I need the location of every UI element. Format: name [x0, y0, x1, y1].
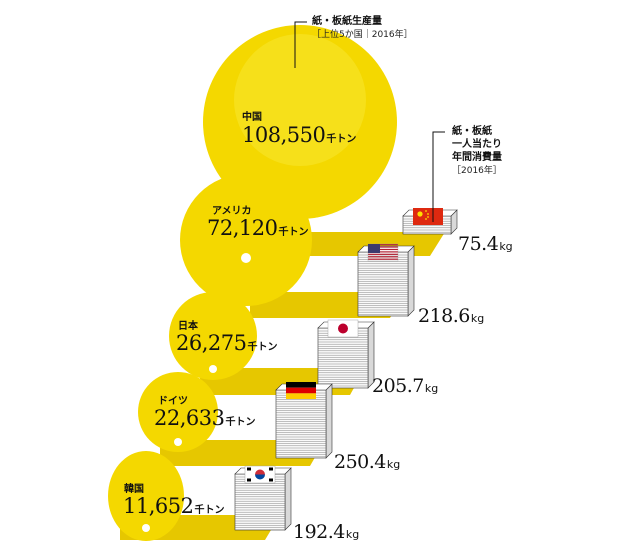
highlight-dot-japan: [209, 365, 217, 373]
stack-front-japan: [317, 327, 369, 389]
production-value-germany: 22,633千トン: [154, 406, 256, 430]
paper-stacks: [234, 208, 458, 531]
per-capita-value-china: 75.4kg: [458, 233, 513, 255]
production-title: 紙・板紙生産量: [312, 16, 382, 27]
per-capita-unit: kg: [499, 240, 513, 253]
country-name-usa: アメリカ: [212, 206, 252, 217]
circle-korea: [108, 451, 184, 541]
china-flag-icon: [413, 208, 443, 225]
japan-flag-icon: [327, 319, 359, 338]
country-name-korea: 韓国: [124, 484, 144, 495]
usa-flag-icon: [367, 243, 399, 262]
germany-flag-icon: [286, 382, 316, 399]
stack-side-korea: [284, 467, 292, 531]
country-name-china: 中国: [242, 112, 262, 123]
production-subtitle: ［上位5か国｜2016年］: [312, 30, 413, 40]
per-capita-value-japan: 205.7kg: [372, 375, 439, 397]
paper-stack-usa: [357, 245, 415, 317]
circle-china-inner: [234, 34, 366, 166]
stack-front-korea: [234, 473, 286, 531]
production-unit: 千トン: [278, 227, 309, 238]
per-capita-unit: kg: [470, 312, 485, 325]
callout-line-per-capita: [432, 131, 445, 222]
per-capita-title-line1: 紙・板紙: [452, 126, 492, 137]
per-capita-value-germany: 250.4kg: [334, 451, 401, 473]
circle-usa: [180, 174, 312, 306]
stack-side-germany: [325, 383, 333, 459]
highlight-dot-korea: [142, 524, 150, 532]
production-unit: 千トン: [194, 505, 225, 516]
production-value-korea: 11,652千トン: [123, 494, 225, 518]
per-capita-title-line3: 年間消費量: [452, 152, 502, 163]
production-value-usa: 72,120千トン: [207, 216, 309, 240]
country-name-japan: 日本: [178, 321, 198, 332]
production-unit: 千トン: [225, 417, 256, 428]
circle-germany: [138, 372, 218, 452]
korea-flag-icon: [244, 465, 276, 484]
per-capita-value-korea: 192.4kg: [293, 521, 360, 543]
per-capita-unit: kg: [345, 528, 360, 541]
production-unit: 千トン: [326, 134, 357, 145]
production-unit: 千トン: [247, 342, 278, 353]
production-circles: [108, 25, 397, 541]
stack-side-usa: [407, 245, 415, 317]
circle-highlights: [142, 253, 251, 532]
per-capita-unit: kg: [424, 382, 439, 395]
highlight-dot-usa: [241, 253, 251, 263]
circle-japan: [169, 292, 257, 380]
per-capita-unit: kg: [386, 458, 401, 471]
highlight-dot-germany: [174, 438, 182, 446]
production-value-japan: 26,275千トン: [176, 331, 278, 355]
stack-front-usa: [357, 251, 409, 317]
country-name-germany: ドイツ: [158, 396, 188, 407]
callout-line-production: [294, 21, 307, 68]
per-capita-subtitle: ［2016年］: [452, 166, 502, 176]
per-capita-title-line2: 一人当たり: [452, 139, 502, 150]
per-capita-value-usa: 218.6kg: [418, 305, 485, 327]
production-value-china: 108,550千トン: [242, 123, 357, 147]
callout-lines: [294, 21, 445, 222]
